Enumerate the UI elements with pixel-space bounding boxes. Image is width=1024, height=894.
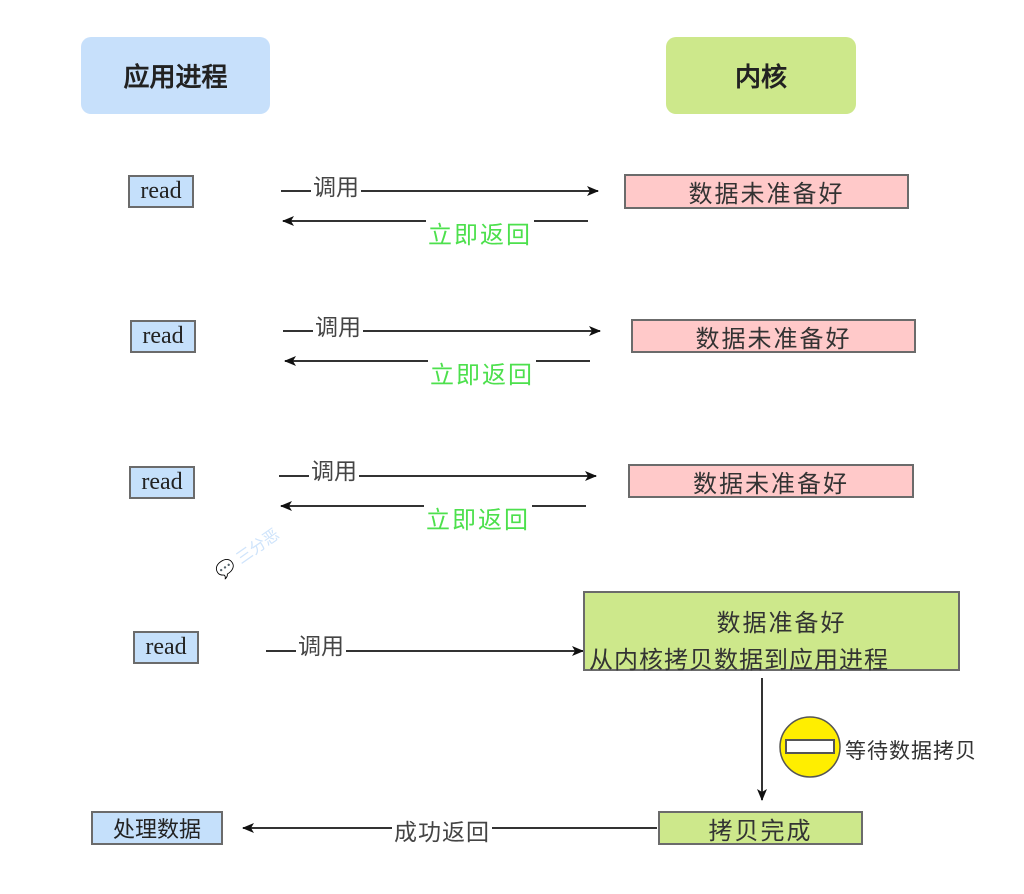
no-entry-wait-icon: [779, 716, 841, 778]
app-process-header: 应用进程: [81, 37, 270, 114]
kernel-not-ready-box: 数据未准备好: [624, 174, 909, 209]
kernel-not-ready-box: 数据未准备好: [631, 319, 916, 353]
process-data-box: 处理数据: [91, 811, 223, 845]
data-ready-text: 数据准备好: [716, 609, 847, 637]
call-label: 调用: [313, 308, 363, 342]
wait-copy-label: 等待数据拷贝: [845, 739, 977, 763]
immediate-return-label: 立即返回: [428, 355, 536, 390]
immediate-return-label: 立即返回: [424, 500, 532, 535]
read-call-box: read: [128, 175, 194, 208]
copy-complete-box: 拷贝完成: [658, 811, 863, 845]
success-return-label: 成功返回: [392, 813, 492, 847]
copy-to-process-text: 从内核拷贝数据到应用进程: [589, 646, 889, 674]
call-label: 调用: [296, 627, 346, 661]
read-call-box: read: [133, 631, 199, 664]
read-call-box: read: [130, 320, 196, 353]
read-call-box: read: [129, 466, 195, 499]
call-label: 调用: [309, 452, 359, 486]
kernel-header: 内核: [666, 37, 856, 114]
immediate-return-label: 立即返回: [426, 215, 534, 250]
kernel-data-ready-box: 数据准备好 从内核拷贝数据到应用进程: [583, 591, 960, 674]
kernel-not-ready-box: 数据未准备好: [628, 464, 914, 498]
call-label: 调用: [311, 168, 361, 202]
